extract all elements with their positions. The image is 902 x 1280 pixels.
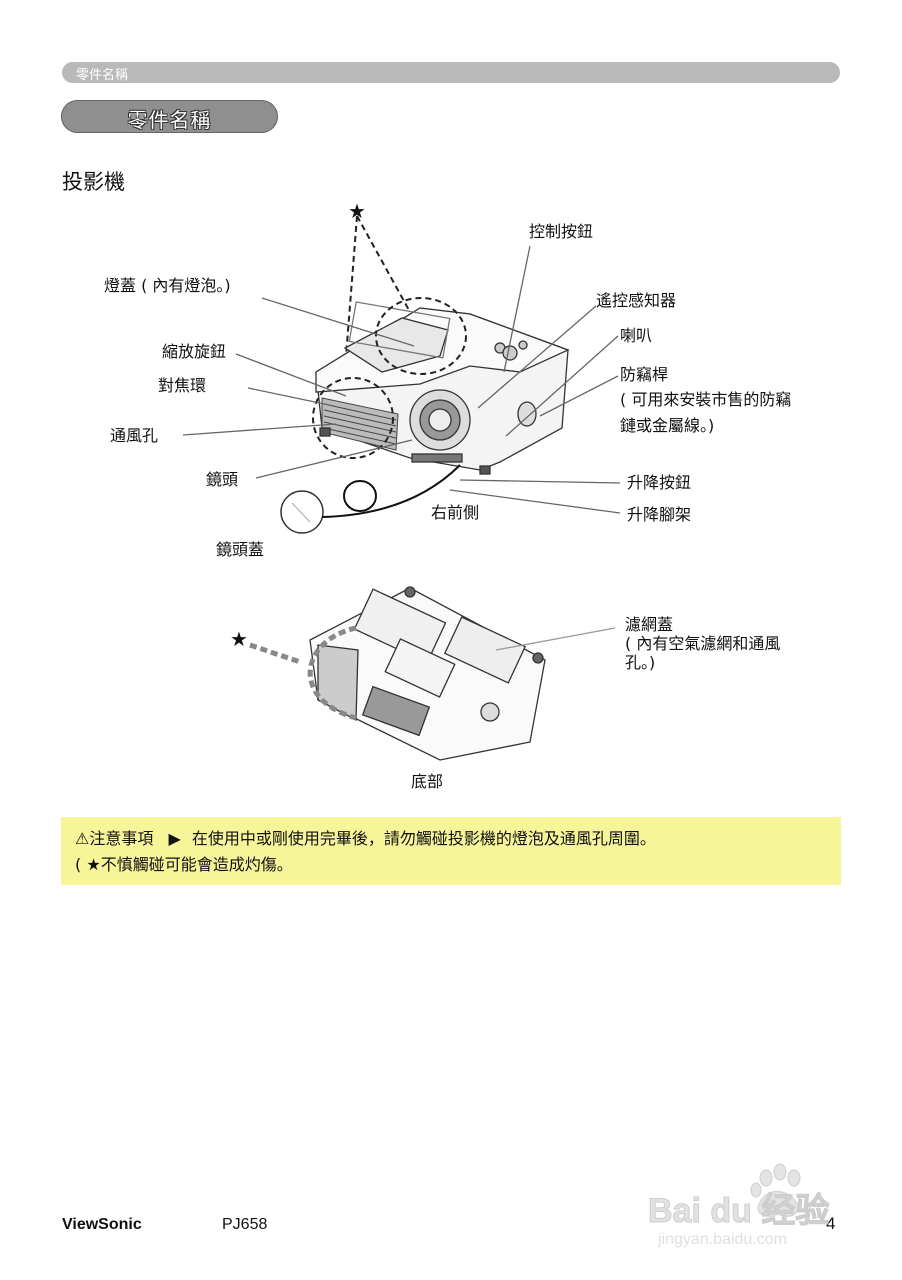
caution-open-paren: (	[75, 855, 82, 874]
svg-text:jingyan.baidu.com: jingyan.baidu.com	[657, 1231, 787, 1248]
projector-bottom-illustration	[309, 586, 546, 761]
label-filter-cover: 濾網蓋	[625, 615, 674, 634]
caution-line-1: ⚠注意事項 ▶ 在使用中或剛使用完畢後，請勿觸碰投影機的燈泡及通風孔周圍。	[75, 825, 656, 849]
title-pill: 零件名稱	[61, 100, 278, 133]
caution-text-2: 不慎觸碰可能會造成灼傷。	[100, 855, 293, 874]
hot-warning-star-icon: ★	[348, 199, 366, 223]
caption-front-right: 右前側	[431, 503, 480, 522]
hot-warning-star-icon-bottom: ★	[230, 627, 248, 651]
lens-cap-illustration	[280, 464, 461, 534]
caution-box: ⚠注意事項 ▶ 在使用中或剛使用完畢後，請勿觸碰投影機的燈泡及通風孔周圍。 ( …	[61, 817, 841, 885]
label-filter-cover-desc-1: ( 內有空氣濾網和通風	[625, 634, 781, 653]
label-lens: 鏡頭	[206, 470, 239, 489]
svg-text:Bai du 经验: Bai du 经验	[648, 1191, 829, 1230]
section-tab-label: 零件名稱	[76, 68, 129, 83]
section-tab-bar: 零件名稱	[62, 62, 840, 83]
caution-text-1: 在使用中或剛使用完畢後，請勿觸碰投影機的燈泡及通風孔周圍。	[191, 829, 656, 848]
projector-front-illustration	[315, 301, 570, 475]
label-control-buttons: 控制按鈕	[529, 222, 594, 241]
label-elevator-button: 升降按鈕	[627, 473, 692, 492]
section-heading: 投影機	[62, 170, 125, 194]
label-focus-ring: 對焦環	[158, 376, 207, 395]
label-security-bar: 防竊桿	[620, 365, 669, 384]
label-filter-cover-desc-2: 孔。)	[625, 653, 656, 672]
label-elevator-foot: 升降腳架	[627, 505, 692, 524]
page-title: 零件名稱	[127, 108, 212, 132]
label-remote-sensor: 遙控感知器	[596, 291, 677, 310]
label-speaker: 喇叭	[620, 326, 653, 345]
label-security-bar-desc-1: ( 可用來安裝市售的防竊	[620, 390, 792, 409]
label-security-bar-desc-2: 鏈或金屬線。)	[620, 416, 715, 435]
footer-model: PJ658	[222, 1216, 268, 1233]
star-icon: ★	[86, 855, 101, 874]
baidu-watermark-logo: Bai du 经验 jingyan.baidu.com	[648, 1163, 830, 1248]
label-lamp-cover: 燈蓋 ( 內有燈泡。)	[104, 276, 231, 295]
pointer-triangle-icon: ▶	[168, 829, 181, 848]
label-lens-cap: 鏡頭蓋	[216, 540, 265, 559]
caution-prefix: ⚠注意事項	[75, 829, 154, 848]
projector-diagram: ★ ★	[182, 199, 621, 761]
label-zoom-knob: 縮放旋鈕	[162, 342, 227, 361]
label-vent: 通風孔	[110, 426, 159, 445]
page-number: 4	[826, 1214, 836, 1233]
caution-line-2: ( ★不慎觸碰可能會造成灼傷。	[75, 851, 293, 875]
caption-bottom: 底部	[411, 772, 444, 791]
footer-brand: ViewSonic	[62, 1216, 142, 1233]
